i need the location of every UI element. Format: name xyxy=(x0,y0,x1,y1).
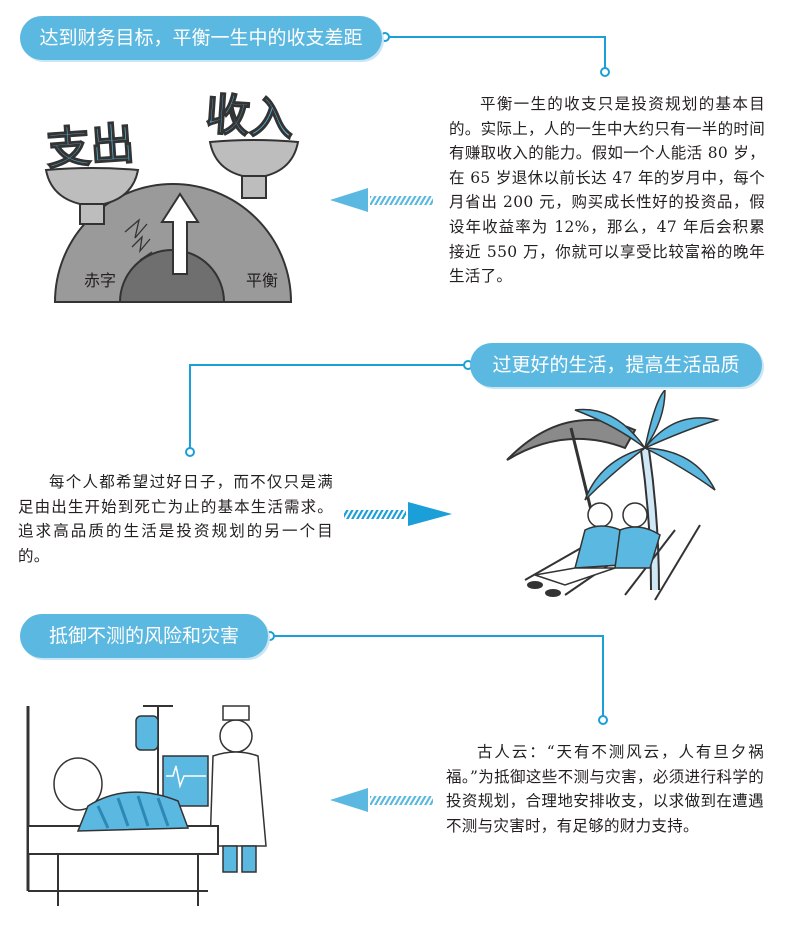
balance-gauge-illustration: 支出 收入 赤字 平衡 xyxy=(44,88,300,303)
svg-text:支出: 支出 xyxy=(45,118,136,175)
section-body: 古人云：“天有不测风云，人有旦夕祸福。”为抵御这些不测与灾害，必须进行科学的投资… xyxy=(446,743,764,835)
section-heading: 达到财务目标，平衡一生中的收支差距 xyxy=(20,16,382,60)
section-body: 每个人都希望过好日子，而不仅只是满足由出生开始到死亡为止的基本生活需求。追求高品… xyxy=(18,473,333,565)
svg-text:收入: 收入 xyxy=(204,89,295,146)
svg-text:赤字: 赤字 xyxy=(84,271,116,290)
hospital-scene-illustration xyxy=(26,705,267,906)
beach-scene-illustration xyxy=(506,390,720,601)
section-heading: 过更好的生活，提高生活品质 xyxy=(470,343,762,387)
section-heading: 抵御不测的风险和灾害 xyxy=(20,614,268,658)
svg-text:平衡: 平衡 xyxy=(246,271,278,290)
right-arrow-icon xyxy=(344,502,452,526)
left-arrow-icon xyxy=(330,188,433,212)
left-arrow-icon xyxy=(330,788,433,812)
section-body: 平衡一生的收支只是投资规划的基本目的。实际上，人的一生中大约只有一半的时间有赚取… xyxy=(449,95,766,286)
